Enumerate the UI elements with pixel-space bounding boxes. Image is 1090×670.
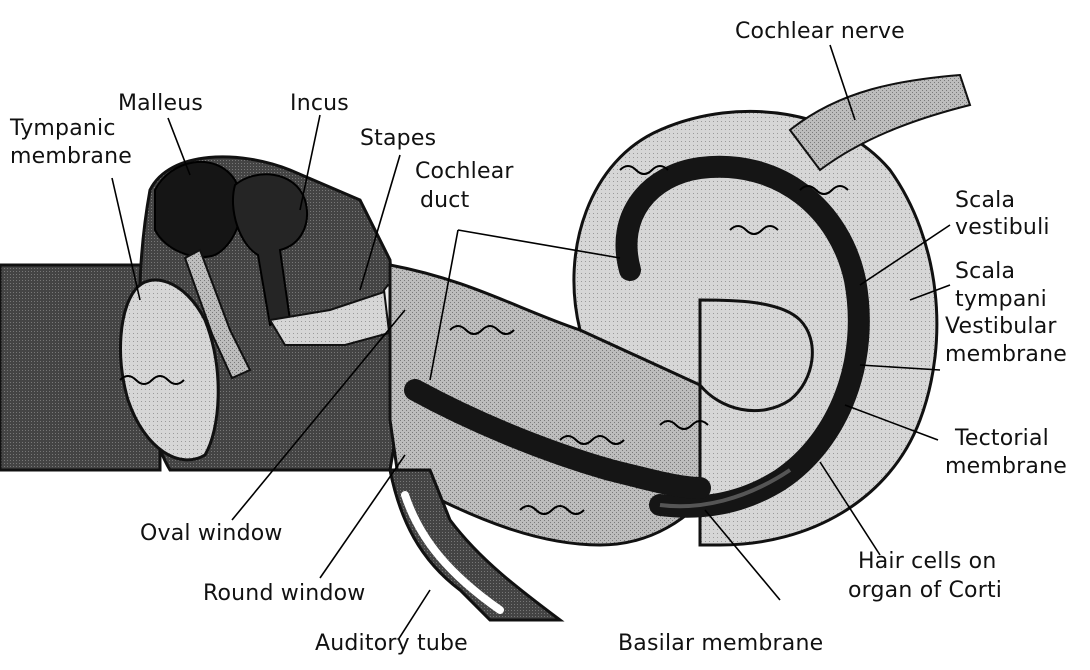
label-tectorial-line-1: Tectorial [955, 425, 1049, 452]
label-cochlear-duct-line-1: Cochlear [415, 158, 514, 185]
label-hair-cells-line-1: Hair cells on [858, 548, 997, 575]
label-basilar-membrane: Basilar membrane [618, 630, 823, 657]
label-cochlear-duct-line-2: duct [420, 187, 469, 214]
label-vestibular-line-2: membrane [945, 341, 1067, 368]
label-incus: Incus [290, 90, 349, 117]
label-cochlear-nerve: Cochlear nerve [735, 18, 905, 45]
label-tympanic-line-1: Tympanic [10, 115, 116, 142]
label-tectorial-line-2: membrane [945, 453, 1067, 480]
leader-round-window [320, 455, 405, 578]
label-stapes: Stapes [360, 125, 436, 152]
label-hair-cells-line-2: organ of Corti [848, 577, 1002, 604]
label-scala-tympani-line-2: tympani [955, 286, 1047, 313]
label-auditory-tube: Auditory tube [315, 630, 468, 657]
malleus-bone [155, 162, 241, 257]
label-tympanic-line-2: membrane [10, 143, 132, 170]
label-round-window: Round window [203, 580, 365, 607]
label-oval-window: Oval window [140, 520, 283, 547]
label-vestibular-line-1: Vestibular [945, 313, 1057, 340]
label-scala-vestibuli-line-2: vestibuli [955, 214, 1050, 241]
cochlear-nerve-shape [790, 75, 970, 170]
label-malleus: Malleus [118, 90, 203, 117]
label-scala-tympani-line-1: Scala [955, 258, 1015, 285]
label-scala-vestibuli-line-1: Scala [955, 187, 1015, 214]
